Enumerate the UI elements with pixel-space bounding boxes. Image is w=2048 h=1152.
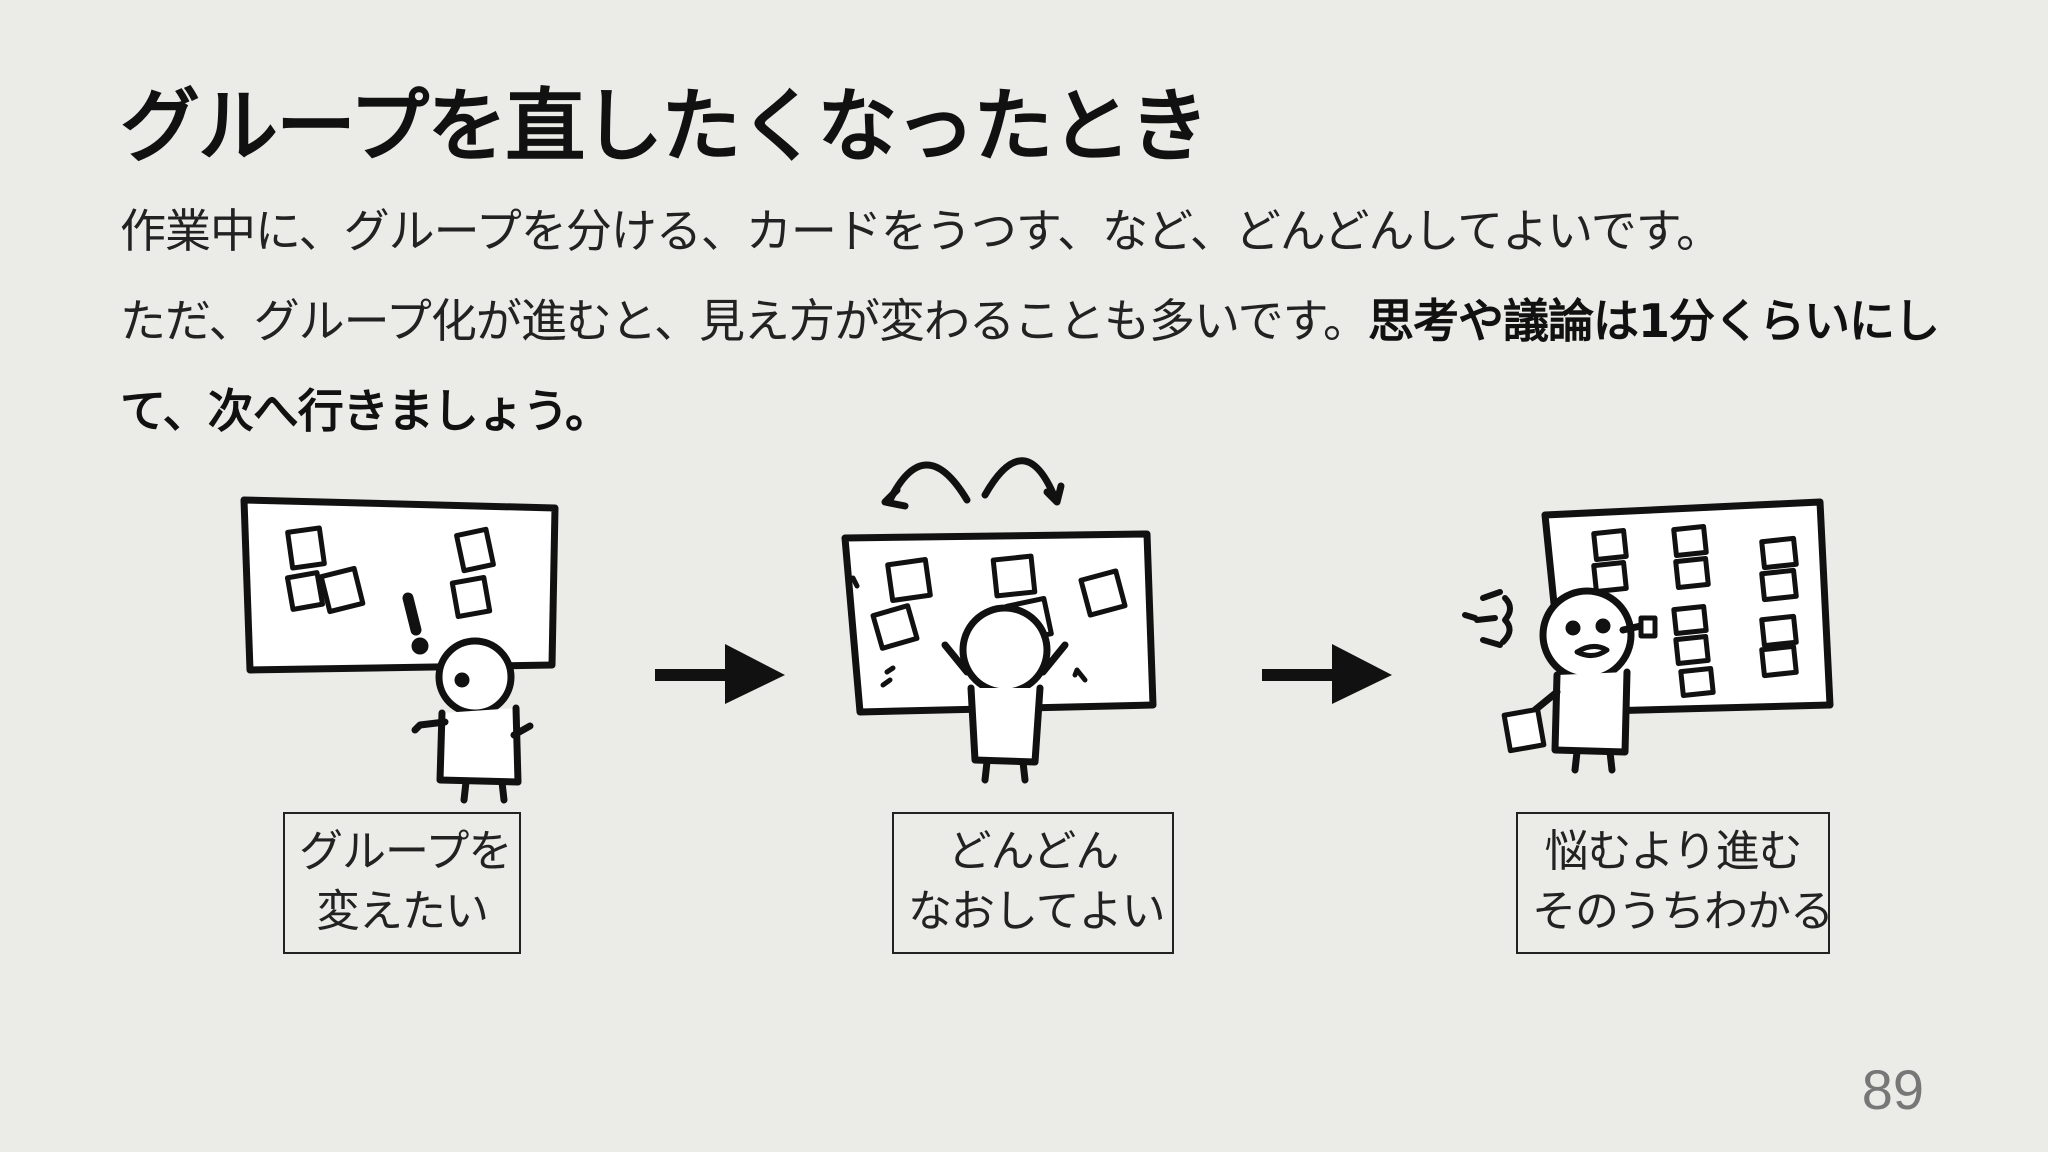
caption-step-3-line-1: 悩むより進む xyxy=(1544,826,1802,877)
body-line-2-normal: ただ、グループ化が進むと、見え方が変わることも多いです。 xyxy=(120,294,1369,348)
arrow-right-icon xyxy=(655,642,790,710)
illustration-step-1 xyxy=(230,480,570,810)
body-line-1: 作業中に、グループを分ける、カードをうつす、など、どんどんしてよいです。 xyxy=(120,204,1722,258)
caption-step-2-line-1: どんどん xyxy=(947,826,1120,877)
caption-step-1: グループを 変えたい xyxy=(283,812,521,954)
body-line-2-bold: 思考や議論は1分くらいにして、次へ行きましょう。 xyxy=(120,294,1940,438)
caption-step-1-line-2: 変えたい xyxy=(316,886,489,937)
slide-title: グループを直したくなったとき xyxy=(120,80,1209,173)
arrow-right-icon xyxy=(1262,642,1397,710)
caption-step-2: どんどん なおしてよい xyxy=(892,812,1174,954)
caption-step-3-line-2: そのうちわかる xyxy=(1532,886,1834,937)
body-line-2: ただ、グループ化が進むと、見え方が変わることも多いです。思考や議論は1分くらいに… xyxy=(120,276,1940,456)
slide-body: 作業中に、グループを分ける、カードをうつす、など、どんどんしてよいです。 ただ、… xyxy=(120,186,1940,456)
caption-step-2-line-2: なおしてよい xyxy=(908,886,1166,937)
page-number: 89 xyxy=(1861,1058,1924,1121)
illustration-step-2 xyxy=(835,440,1175,790)
caption-step-1-line-1: グループを xyxy=(299,826,512,877)
caption-step-3: 悩むより進む そのうちわかる xyxy=(1516,812,1834,954)
illustration-step-3 xyxy=(1445,480,1865,780)
